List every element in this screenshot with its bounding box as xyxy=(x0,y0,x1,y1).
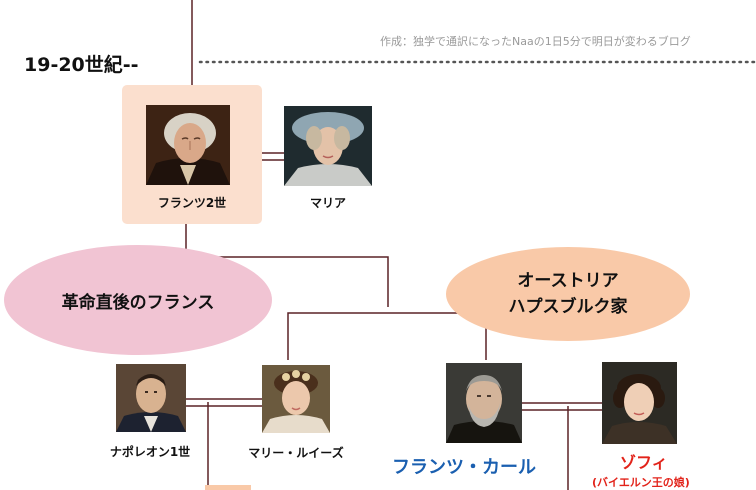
region-france-label: 革命直後のフランス xyxy=(61,292,215,313)
line-children-bar xyxy=(287,312,487,360)
region-austria-ellipse: オーストリア ハプスブルク家 xyxy=(446,247,690,341)
name-napoleon: ナポレオン1世 xyxy=(109,445,191,459)
portrait-sophie xyxy=(602,362,677,444)
portrait-napoleon xyxy=(116,364,186,432)
region-austria-line2: ハプスブルク家 xyxy=(508,297,628,317)
portrait-marie-louise xyxy=(262,365,330,433)
name-marie-louise: マリー・ルイーズ xyxy=(248,446,344,460)
region-france-ellipse: 革命直後のフランス xyxy=(4,245,272,355)
name-maria: マリア xyxy=(309,196,346,210)
name-sophie: ゾフィ xyxy=(620,453,668,472)
child-box-edge xyxy=(205,485,251,490)
blog-credit: 作成：独学で通訳になったNaaの1日5分で明日が変わるブログ xyxy=(380,35,691,48)
region-austria-line1: オーストリア xyxy=(517,271,619,291)
portrait-maria xyxy=(284,106,372,186)
name-franz2: フランツ2世 xyxy=(157,196,227,210)
portrait-franz2 xyxy=(146,105,230,185)
name-sophie-note: (バイエルン王の娘) xyxy=(592,476,690,489)
era-label: 19-20世紀-- xyxy=(24,54,139,76)
portrait-franz-karl xyxy=(446,363,522,443)
name-franz-karl: フランツ・カール xyxy=(392,457,536,478)
line-franz2-children xyxy=(185,224,389,307)
